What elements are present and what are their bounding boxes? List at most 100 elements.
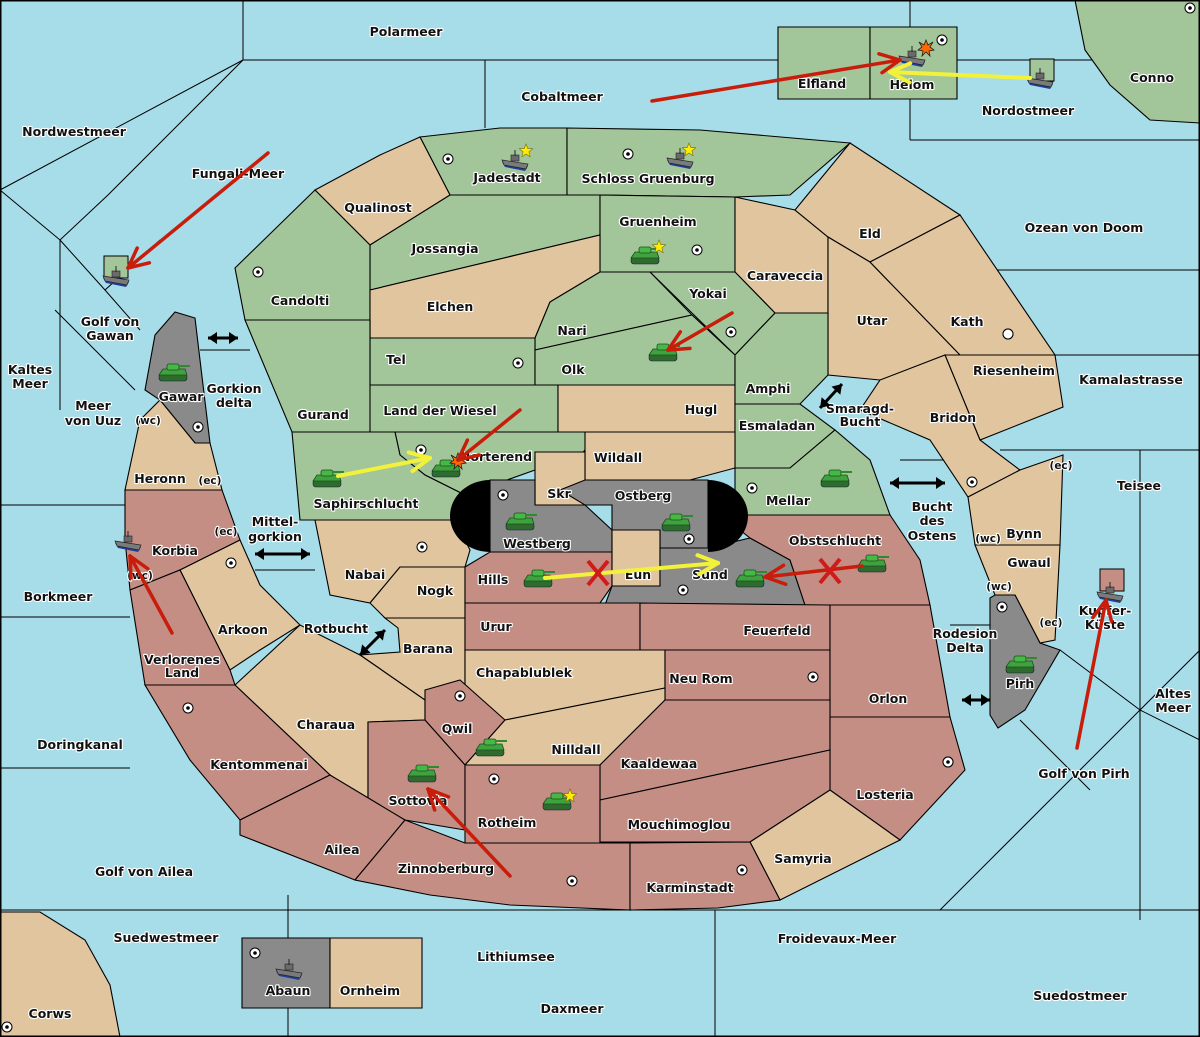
territory-label-saphirschlucht: Saphirschlucht [314,496,419,511]
territory-label-daxmeer: Daxmeer [540,1001,604,1016]
territory-label-utar: Utar [857,313,889,328]
home-star-icon [681,142,697,157]
army-unit-icon[interactable] [735,569,767,588]
army-unit-icon[interactable] [1005,655,1037,674]
supply-center-dot [229,561,233,565]
territory-label-teisee: Teisee [1117,478,1161,493]
territory-label-bynn: Bynn [1006,526,1041,541]
sea-border [54,240,136,410]
supply-center-dot [740,868,744,872]
territory-label-urur: Urur [480,619,512,634]
territory-label-froidevaux: Froidevaux-Meer [778,931,897,946]
territory-karminstadt[interactable] [629,841,781,911]
fleet-unit-icon[interactable] [666,148,694,169]
double-arrow-icon [818,382,844,410]
territory-label-mittelgorkion: Mittel-gorkion [248,514,302,544]
territory-label-kamalastrasse: Kamalastrasse [1079,372,1183,387]
territory-label-gurand: Gurand [297,407,349,422]
double-arrow-icon [255,548,310,560]
territory-label-skr: Skr [547,486,571,501]
territory-rotheim[interactable] [464,764,601,844]
territory-label-hugl: Hugl [685,402,718,417]
territory-label-losteria: Losteria [856,787,913,802]
territory-label-barana: Barana [403,641,453,656]
territory-label-landwiesel: Land der Wiesel [383,403,496,418]
supply-center-icon [1002,328,1014,340]
territory-label-esmaladan: Esmaladan [739,418,815,433]
double-arrow-icon [890,477,945,489]
territory-label-ostberg: Ostberg [615,488,672,503]
territory-gruenheim[interactable] [599,194,736,273]
supply-center-dot [458,694,462,698]
sea-border [0,59,244,241]
army-unit-icon[interactable] [312,469,344,488]
fleet-unit-icon[interactable] [1026,68,1054,89]
territory-label-tel: Tel [386,352,406,367]
army-unit-icon[interactable] [475,738,507,757]
territory-label-rotbucht: Rotbucht [304,621,368,636]
territory-label-golfailea: Golf von Ailea [95,864,193,879]
army-unit-icon[interactable] [857,554,889,573]
territory-label-nordostmeer: Nordostmeer [982,103,1075,118]
army-unit-icon[interactable] [820,469,852,488]
territory-label-nilldall: Nilldall [551,742,600,757]
double-arrow-icon [962,694,990,706]
fleet-unit-icon[interactable] [102,266,130,287]
supply-center-dot [420,545,424,549]
sea-border [1139,709,1200,741]
fleet-unit-icon[interactable] [275,959,303,980]
army-unit-icon[interactable] [661,513,693,532]
territory-label-feuerfeld: Feuerfeld [743,623,810,638]
army-unit-icon[interactable] [542,792,574,811]
coast-label: (wc) [975,533,1001,545]
territory-label-rotheim: Rotheim [478,815,537,830]
double-arrow-icon [358,628,387,657]
home-star-icon [518,143,534,158]
territory-label-polarmeer: Polarmeer [370,24,444,39]
territory-label-orlon: Orlon [869,691,908,706]
supply-center-dot [940,38,944,42]
supply-center-dot [687,537,691,541]
territory-corws[interactable] [0,911,121,1037]
territory-label-qualinost: Qualinost [344,200,411,215]
supply-center-dot [811,675,815,679]
territory-bynn[interactable] [967,454,1064,546]
army-unit-icon[interactable] [407,764,439,783]
supply-center-dot [253,951,257,955]
territory-label-heronn: Heronn [134,471,186,486]
sea-border [0,59,244,191]
double-arrow-icon [208,332,238,344]
fleet-unit-icon[interactable] [501,150,529,171]
dislodged-burst-icon [917,38,935,58]
territory-label-gruenheim: Gruenheim [619,214,696,229]
territory-ornheim[interactable] [329,937,423,1009]
territory-label-suedostmeer: Suedostmeer [1033,988,1127,1003]
fleet-unit-icon[interactable] [114,531,142,552]
sea-border [939,709,1141,911]
territory-zinnoberburg[interactable] [353,819,631,911]
fleet-unit-icon[interactable] [1096,582,1124,603]
territory-label-fungali: Fungali-Meer [192,166,285,181]
territory-label-pirh: Pirh [1006,676,1035,691]
territory-candolti[interactable] [234,189,371,321]
territory-label-kaaldewaa: Kaaldewaa [621,756,698,771]
failed-order-x-icon [818,557,842,585]
supply-center-dot [1000,605,1004,609]
territory-verlorenes[interactable] [129,569,236,686]
territory-conno[interactable] [1074,0,1200,124]
supply-center-dot [419,448,423,452]
territory-label-nogk: Nogk [417,583,454,598]
army-unit-icon[interactable] [158,363,190,382]
units-layer [102,38,1125,980]
move-order-arrow [426,787,512,878]
territory-label-kath: Kath [951,314,984,329]
army-unit-icon[interactable] [505,512,537,531]
failed-order-x-icon [586,559,610,587]
territory-label-obstschlucht: Obstschlucht [789,533,881,548]
army-unit-icon[interactable] [630,246,662,265]
